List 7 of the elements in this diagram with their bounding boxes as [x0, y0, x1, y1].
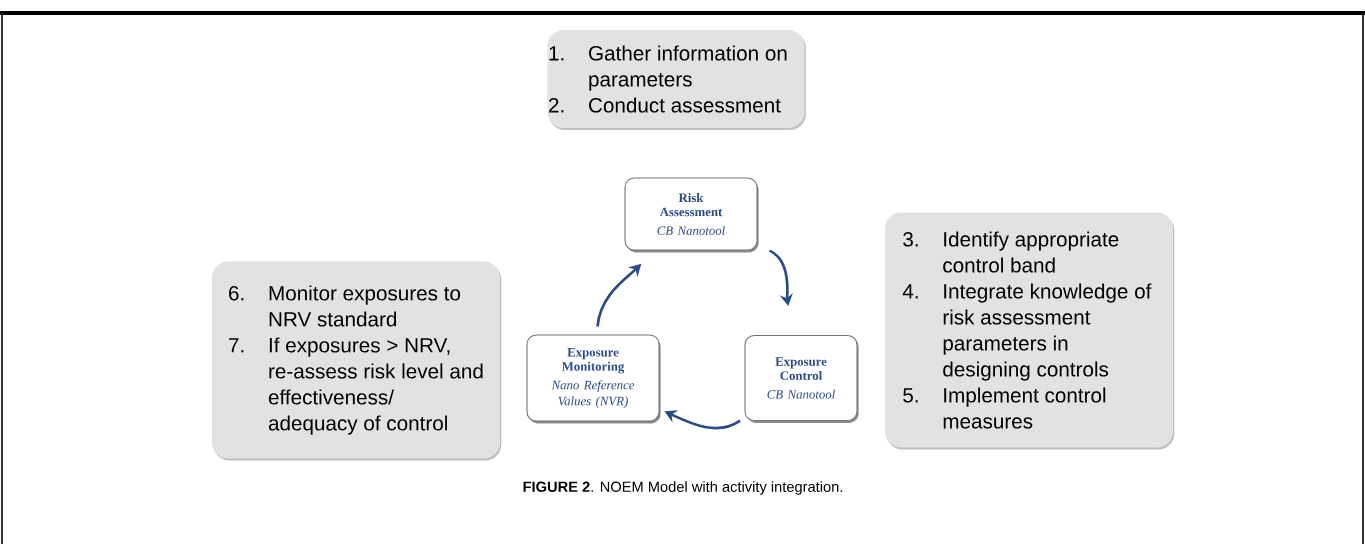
figure-caption: FIGURE 2. NOEM Model with activity integration.	[523, 481, 843, 495]
process-box: Exposure Control CB Nanotool	[744, 334, 859, 423]
process-box: Exposure Monitoring Nano Reference Values (NVR)	[526, 334, 661, 424]
step-list-box: 1. Gather information on parameters 2. Conduct assessment	[547, 30, 806, 130]
process-box: Risk Assessment CB Nanotool	[624, 177, 759, 253]
step-list-box: 3. Identify appropriate control band 4. Integrate knowledge of risk assessment parameters in designing controls 5. Implement control measures	[885, 212, 1175, 450]
step-list-box: 6. Monitor exposures to NRV standard 7. If exposures > NRV, re-assess risk level and effectiveness/ adequacy of control	[212, 261, 502, 461]
